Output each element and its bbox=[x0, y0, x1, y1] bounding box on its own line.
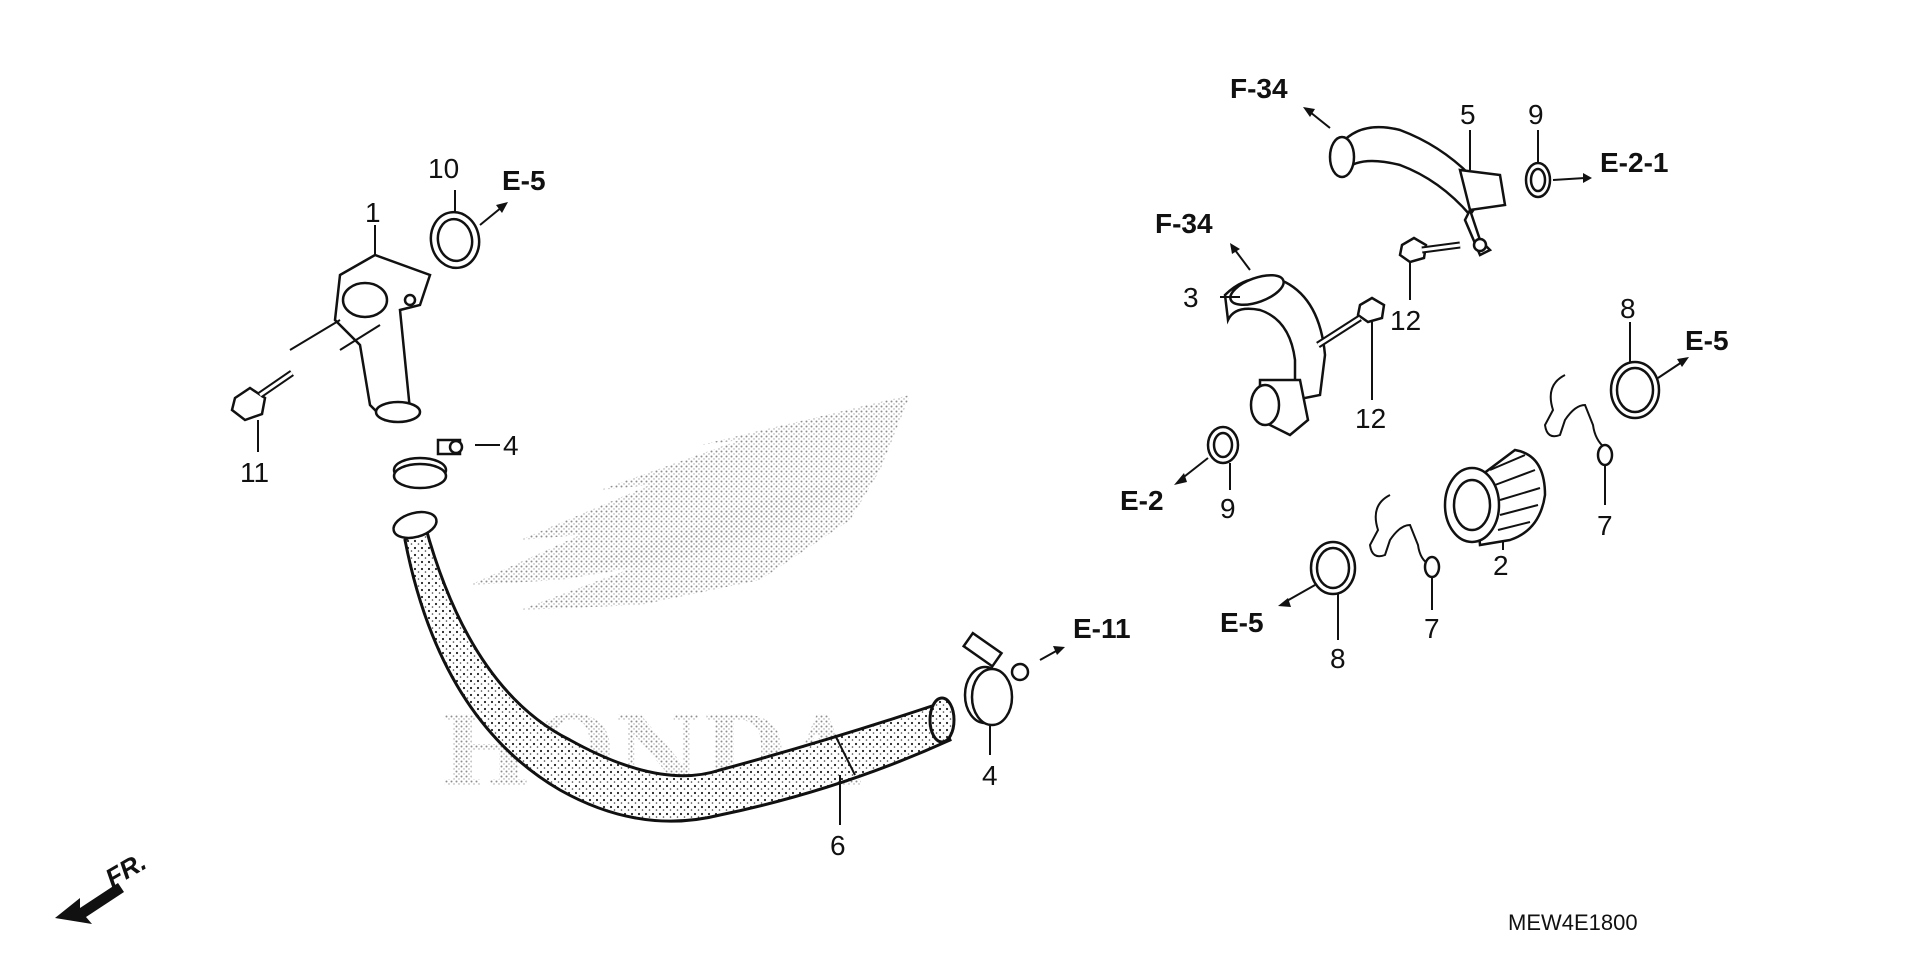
hose-clamp-4-right bbox=[961, 631, 1030, 727]
ref-e5-right: E-5 bbox=[1685, 325, 1729, 356]
thermostat-cover bbox=[333, 253, 432, 424]
bolt-12-mid bbox=[1316, 296, 1386, 348]
label-part-4-right: 4 bbox=[982, 760, 998, 791]
ref-e5-bottom: E-5 bbox=[1220, 607, 1264, 638]
label-part-7-right: 7 bbox=[1597, 510, 1613, 541]
ref-e11: E-11 bbox=[1073, 613, 1131, 644]
reference-labels: E-5 E-11 F-34 F-34 E-2-1 E-2 E-5 E-5 bbox=[502, 73, 1729, 644]
label-part-9-top: 9 bbox=[1528, 99, 1544, 130]
leader-lines bbox=[257, 130, 1631, 825]
label-part-8-bottom: 8 bbox=[1330, 643, 1346, 674]
part-labels: 1 2 3 4 4 5 6 7 7 8 8 9 9 10 11 12 12 bbox=[240, 99, 1636, 861]
label-part-12-top: 12 bbox=[1390, 305, 1421, 336]
label-part-2: 2 bbox=[1493, 550, 1509, 581]
ref-f34-top: F-34 bbox=[1230, 73, 1288, 104]
ref-e2-1: E-2-1 bbox=[1600, 147, 1668, 178]
label-part-3: 3 bbox=[1183, 282, 1199, 313]
drawing-code: MEW4E1800 bbox=[1508, 910, 1638, 935]
label-part-9-mid: 9 bbox=[1220, 493, 1236, 524]
front-direction-arrow: FR. bbox=[55, 846, 151, 924]
radiator-hose bbox=[392, 510, 956, 823]
bolt-11 bbox=[230, 370, 294, 422]
ref-e2: E-2 bbox=[1120, 485, 1164, 516]
hose-clamp-4-top bbox=[392, 438, 464, 490]
water-joint-2 bbox=[1443, 448, 1547, 547]
label-part-7-left: 7 bbox=[1424, 613, 1440, 644]
label-part-12-mid: 12 bbox=[1355, 403, 1386, 434]
label-part-8-right: 8 bbox=[1620, 293, 1636, 324]
label-part-4-top: 4 bbox=[503, 430, 519, 461]
water-pipe-3 bbox=[1223, 273, 1327, 437]
label-part-10: 10 bbox=[428, 153, 459, 184]
bolt-12-top bbox=[1398, 236, 1461, 264]
water-pipe-5 bbox=[1328, 125, 1507, 257]
ref-f34-mid: F-34 bbox=[1155, 208, 1213, 239]
label-part-1: 1 bbox=[365, 197, 381, 228]
label-part-5: 5 bbox=[1460, 99, 1476, 130]
clip-7-left bbox=[1368, 494, 1441, 579]
ref-e5-top: E-5 bbox=[502, 165, 546, 196]
reference-arrows bbox=[479, 107, 1689, 661]
front-label: FR. bbox=[100, 846, 151, 893]
label-part-11: 11 bbox=[240, 457, 269, 488]
clip-7-right bbox=[1543, 374, 1614, 467]
label-part-6: 6 bbox=[830, 830, 846, 861]
